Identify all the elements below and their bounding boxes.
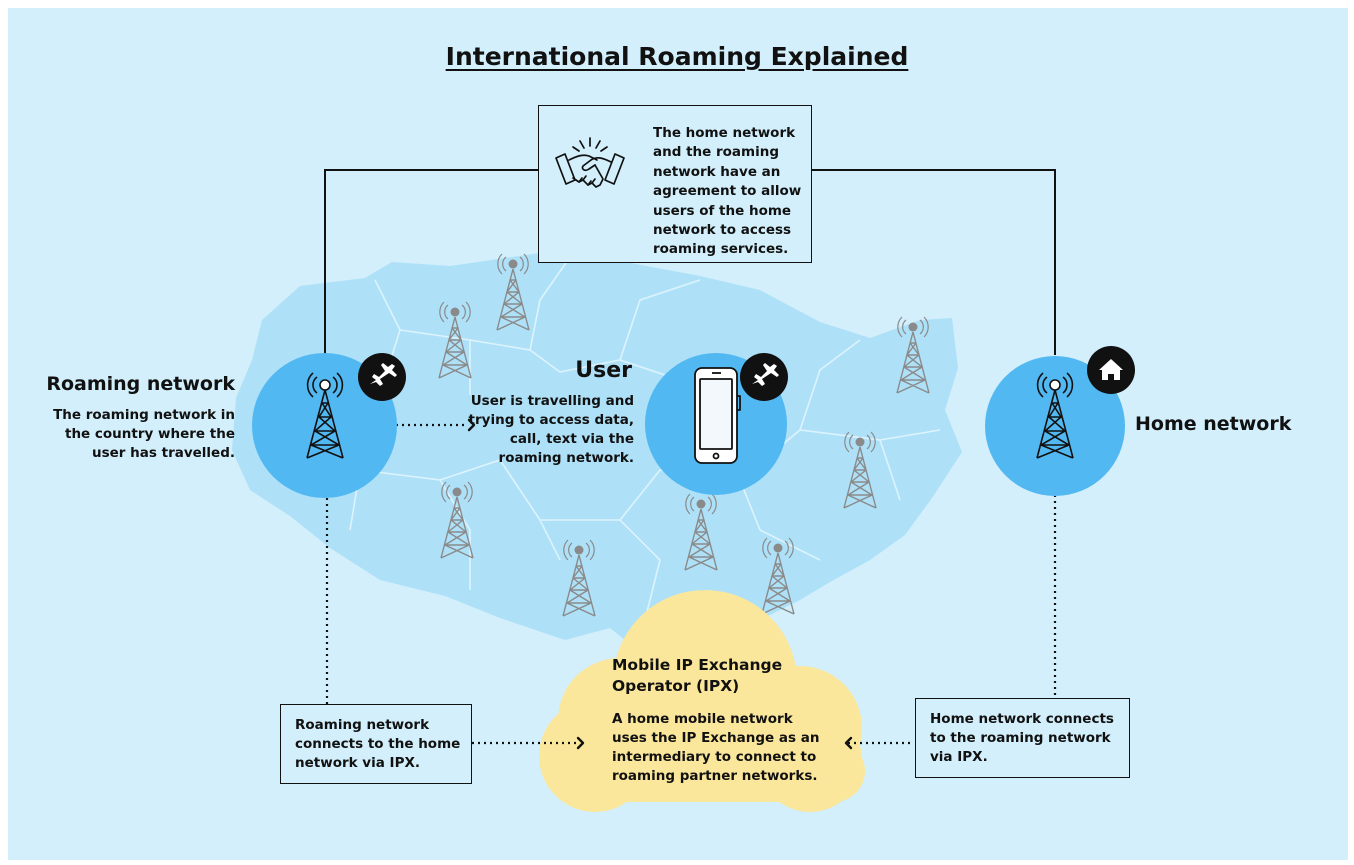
dotted-connectors — [325, 423, 1057, 745]
airplane-icon — [752, 363, 779, 386]
agreement-text: The home network and the roaming network… — [653, 125, 802, 258]
home-badge — [1087, 346, 1135, 394]
airplane-icon — [370, 363, 397, 386]
page-title: International Roaming Explained — [445, 42, 909, 71]
roaming-badge — [358, 353, 406, 401]
home-network-title: Home network — [1135, 413, 1292, 435]
user-badge — [740, 353, 788, 401]
smartphone-icon — [694, 367, 741, 464]
roaming-connect-text: Roaming network connects to the home net… — [295, 717, 461, 771]
agreement-box: The home network and the roaming network… — [538, 105, 812, 263]
handshake-icon — [555, 137, 625, 188]
user-description: User is travelling and trying to access … — [468, 393, 634, 466]
roaming-connect-box: Roaming network connects to the home net… — [280, 704, 472, 784]
home-connect-text: Home network connects to the roaming net… — [930, 711, 1114, 765]
ipx-description: A home mobile network uses the IP Exchan… — [612, 711, 820, 784]
cell-tower-icon — [1036, 372, 1074, 459]
home-icon — [1099, 359, 1123, 380]
home-connect-box: Home network connects to the roaming net… — [915, 698, 1130, 778]
user-title: User — [575, 358, 632, 383]
ipx-cloud — [539, 590, 865, 812]
agreement-connector — [324, 169, 1056, 355]
ipx-title: Mobile IP Exchange Operator (IPX) — [612, 656, 783, 695]
roaming-network-description: The roaming network in the country where… — [53, 407, 235, 461]
roaming-network-title: Roaming network — [46, 373, 235, 395]
cell-tower-icon — [306, 372, 344, 459]
